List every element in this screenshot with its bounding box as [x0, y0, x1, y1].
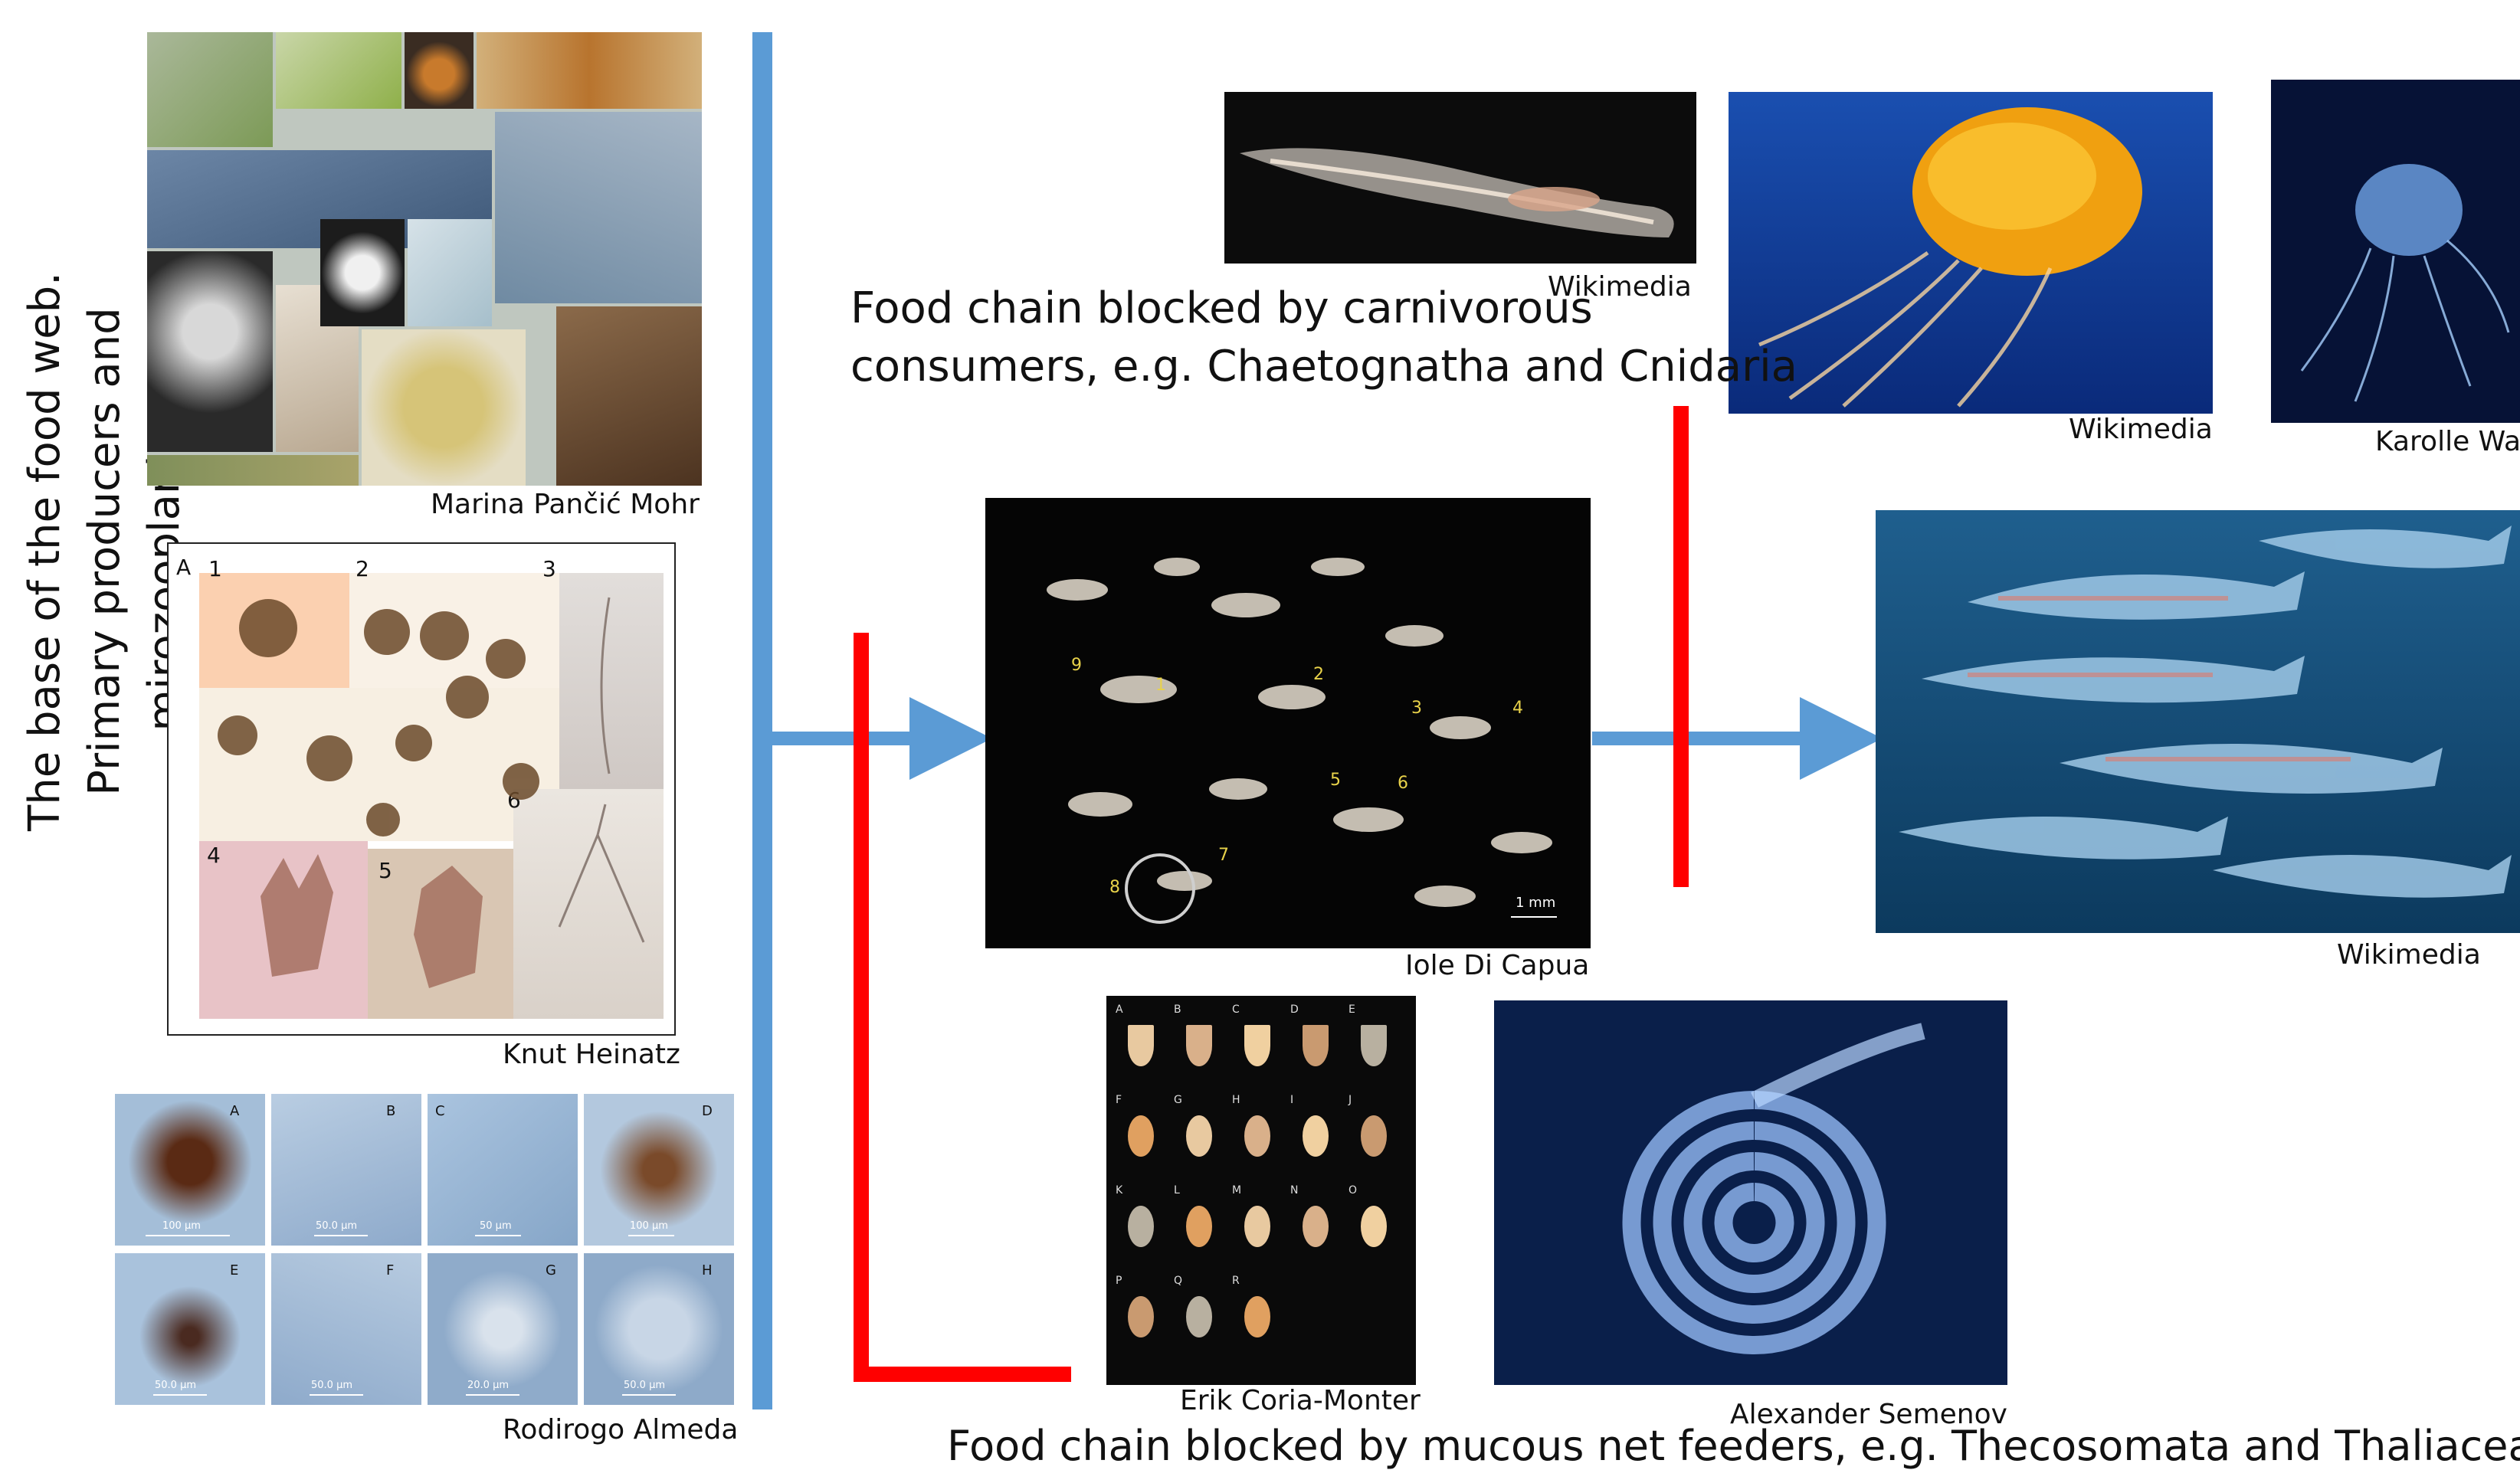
copepod-label-8: 8 — [1109, 878, 1120, 897]
pteropod-specimen: K — [1114, 1183, 1168, 1267]
pteropod-letter: B — [1174, 1003, 1181, 1016]
jellyfish-blue-credit: Karolle Wa — [2375, 426, 2520, 457]
pteropod-specimen: F — [1114, 1092, 1168, 1177]
pteropod-credit: Erik Coria-Monter — [1180, 1385, 1421, 1416]
pteropod-letter: F — [1116, 1094, 1122, 1106]
salp-photo — [1494, 1000, 2007, 1385]
chaetognath-photo — [1224, 92, 1696, 264]
pteropod-specimen: M — [1231, 1183, 1284, 1267]
pteropod-letter: M — [1232, 1184, 1241, 1197]
copepod-photo: 1 2 3 4 5 6 7 8 9 1 mm — [985, 498, 1591, 948]
pteropod-specimen: E — [1347, 1002, 1401, 1086]
pteropod-letter: P — [1116, 1275, 1122, 1287]
pteropod-specimen: A — [1114, 1002, 1168, 1086]
copepod-scale: 1 mm — [1516, 895, 1555, 911]
pteropod-specimen: Q — [1172, 1273, 1226, 1357]
pteropod-letter: O — [1348, 1184, 1357, 1197]
pteropod-letter: D — [1290, 1003, 1299, 1016]
pteropod-letter: J — [1348, 1094, 1352, 1106]
pteropod-specimen: L — [1172, 1183, 1226, 1267]
caption-mucous: Food chain blocked by mucous net feeders… — [947, 1423, 2520, 1469]
pteropod-letter: G — [1174, 1094, 1182, 1106]
pteropod-specimen: G — [1172, 1092, 1226, 1177]
jellyfish-blue-photo — [2271, 80, 2520, 423]
pteropod-letter: L — [1174, 1184, 1180, 1197]
pteropod-specimen: P — [1114, 1273, 1168, 1357]
pteropod-specimen: D — [1289, 1002, 1342, 1086]
jellyfish-orange-credit: Wikimedia — [2069, 414, 2213, 445]
copepod-label-7: 7 — [1218, 846, 1229, 865]
copepod-label-3: 3 — [1411, 699, 1422, 718]
pteropod-letter: R — [1232, 1275, 1240, 1287]
pteropod-specimen: N — [1289, 1183, 1342, 1267]
pteropod-specimen: C — [1231, 1002, 1284, 1086]
pteropod-specimen: R — [1231, 1273, 1284, 1357]
caption-carnivorous-line1: Food chain blocked by carnivorous — [850, 279, 1593, 339]
pteropod-letter: E — [1348, 1003, 1355, 1016]
pteropod-specimen: O — [1347, 1183, 1401, 1267]
pteropod-letter: I — [1290, 1094, 1293, 1106]
copepod-label-5: 5 — [1330, 771, 1341, 790]
caption-carnivorous-line2: consumers, e.g. Chaetognatha and Cnidari… — [850, 337, 1797, 397]
pteropod-letter: H — [1232, 1094, 1240, 1106]
copepod-label-9: 9 — [1071, 656, 1082, 675]
pteropod-letter: Q — [1174, 1275, 1182, 1287]
copepod-credit: Iole Di Capua — [1405, 950, 1589, 981]
pteropod-letter: N — [1290, 1184, 1298, 1197]
fish-credit: Wikimedia — [2337, 939, 2481, 971]
fish-photo — [1876, 510, 2520, 933]
pteropod-photo: A B C D E F G H I J K L M N O P Q R — [1106, 996, 1416, 1385]
pteropod-specimen: B — [1172, 1002, 1226, 1086]
copepod-label-2: 2 — [1313, 665, 1324, 684]
pteropod-specimen: I — [1289, 1092, 1342, 1177]
pteropod-letter: K — [1116, 1184, 1122, 1197]
copepod-label-6: 6 — [1398, 774, 1408, 793]
copepod-label-1: 1 — [1155, 676, 1166, 695]
pteropod-letter: A — [1116, 1003, 1123, 1016]
pteropod-specimen: H — [1231, 1092, 1284, 1177]
pteropod-letter: C — [1232, 1003, 1240, 1016]
pteropod-specimen: J — [1347, 1092, 1401, 1177]
jellyfish-orange-photo — [1729, 92, 2213, 414]
copepod-label-4: 4 — [1512, 699, 1523, 718]
